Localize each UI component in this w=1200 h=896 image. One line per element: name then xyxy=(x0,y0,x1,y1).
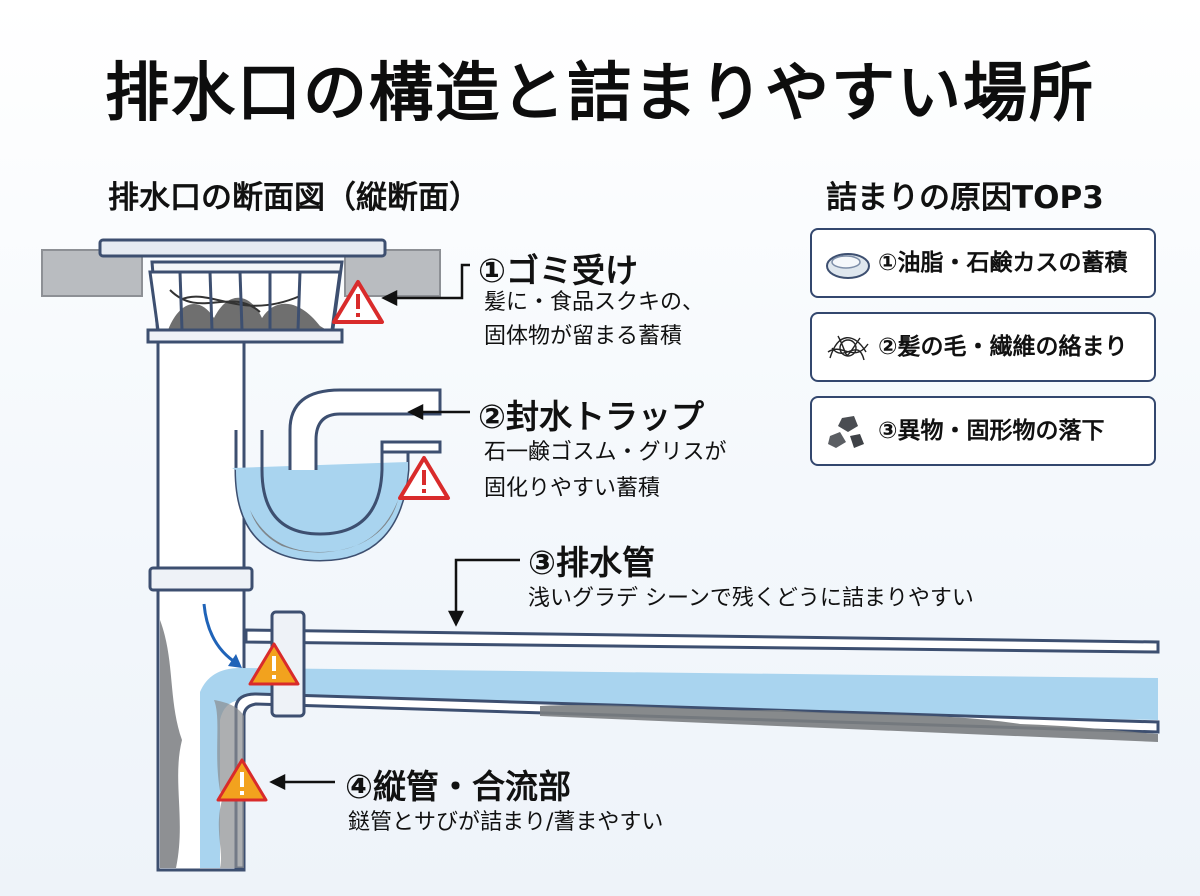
callout-4-title: ④縦管・合流部 xyxy=(345,767,571,806)
cause-label-3: ③異物・固形物の落下 xyxy=(878,418,1105,444)
warning-icon xyxy=(248,642,300,686)
horizontal-drain-pipe-top xyxy=(244,628,1160,654)
standpipe-collar xyxy=(148,566,254,592)
horizontal-pipe-sludge xyxy=(540,705,1158,742)
cause-card-1: ①油脂・石鹸カスの蓄積 xyxy=(810,228,1156,298)
callout-3-desc-line-1: 浅いグラデ シーンで残くどうに詰まりやすい xyxy=(528,586,974,611)
soap-bar-icon xyxy=(826,253,870,279)
callout-4-arrowhead xyxy=(269,773,286,791)
hair-tangle-icon xyxy=(827,335,869,361)
cause-label-1: ①油脂・石鹸カスの蓄積 xyxy=(878,250,1128,276)
trap-arm xyxy=(288,388,442,470)
callout-1-title: ①ゴミ受け xyxy=(478,251,638,290)
cause-card-3: ③異物・固形物の落下 xyxy=(810,396,1156,466)
callout-2-title: ②封水トラップ xyxy=(478,397,704,436)
warning-icon xyxy=(216,758,268,802)
drain-flange xyxy=(98,238,387,258)
callout-2-arrowhead xyxy=(407,403,424,421)
cause-label-2: ②髪の毛・繊維の絡まり xyxy=(878,334,1128,360)
callout-1-arrowhead xyxy=(381,289,398,307)
cause-card-2: ②髪の毛・繊維の絡まり xyxy=(810,312,1156,382)
flow-arrowhead xyxy=(228,654,242,668)
diagram-heading: 排水口の断面図（縦断面） xyxy=(108,180,480,216)
vertical-pipe-sludge xyxy=(160,620,182,868)
callout-2-desc-line-2: 固化りやすい蓄積 xyxy=(484,476,661,501)
stones-icon xyxy=(828,416,864,448)
trap-water-seal xyxy=(232,462,408,560)
debris-basket xyxy=(150,272,340,330)
callout-4-desc-line-1: 鎹管とサびが詰まり/蓍まやすい xyxy=(348,810,664,835)
horizontal-drain-pipe-bottom xyxy=(234,692,1160,870)
warning-icon xyxy=(398,456,450,500)
callout-1-desc-line-2: 固体物が留まる蓄積 xyxy=(484,324,683,349)
basket-slats xyxy=(178,271,302,331)
callout-3-title: ③排水管 xyxy=(528,543,655,582)
callout-1-desc-line-1: 髪に・食品スクキの、 xyxy=(484,290,705,315)
callout-1-leader xyxy=(392,263,470,300)
basket-rim xyxy=(146,328,344,344)
countertop-left xyxy=(41,249,143,297)
causes-heading: 詰まりの原因TOP3 xyxy=(826,180,1104,216)
trap-inner-wall xyxy=(260,430,384,536)
callout-2-desc-line-1: 石一鹸ゴスム・グリスが xyxy=(484,440,727,465)
callout-3-leader xyxy=(454,558,520,614)
warning-icon xyxy=(332,280,384,324)
callout-3-arrowhead xyxy=(447,610,465,627)
page-title: 排水口の構造と詰まりやすい場所 xyxy=(105,57,1095,131)
